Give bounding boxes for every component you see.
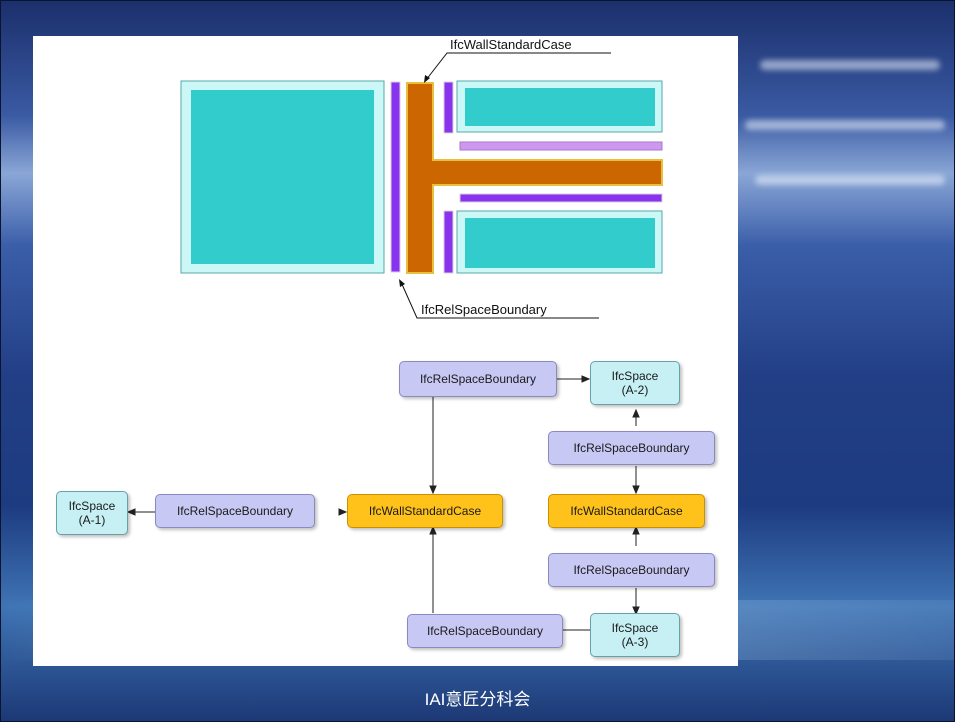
arrowhead (632, 408, 640, 418)
node-wall-right: IfcWallStandardCase (548, 494, 705, 528)
arrowhead (632, 485, 640, 495)
node-space-a3: IfcSpace (A-3) (590, 613, 680, 657)
arrowhead (338, 508, 348, 516)
boundary-strip-lower-horizontal (459, 193, 663, 203)
wall-t-shape (406, 82, 663, 274)
node-boundary-right-lower: IfcRelSpaceBoundary (548, 553, 715, 587)
plan-diagram (126, 52, 663, 631)
node-boundary-left: IfcRelSpaceBoundary (155, 494, 315, 528)
leader-arrowhead-wall (424, 75, 430, 83)
node-boundary-bottom: IfcRelSpaceBoundary (407, 614, 563, 648)
slide-caption: IAI意匠分科会 (424, 690, 531, 709)
boundary-strip-left (390, 81, 401, 273)
cloud-streak (755, 175, 945, 185)
space-a3-fill (465, 218, 655, 268)
boundary-strip-top (443, 81, 454, 134)
arrowhead (581, 375, 591, 383)
diagram-panel: IfcWallStandardCase IfcRelSpaceBoundary … (33, 36, 738, 666)
cloud-streak (745, 120, 945, 130)
node-space-a1: IfcSpace (A-1) (56, 491, 128, 535)
node-boundary-top: IfcRelSpaceBoundary (399, 361, 557, 397)
boundary-strip-upper-horizontal (459, 141, 663, 151)
space-a2-fill (465, 88, 655, 126)
label-wall-standard-case: IfcWallStandardCase (450, 37, 572, 52)
leader-line-boundary (400, 281, 599, 319)
label-rel-space-boundary: IfcRelSpaceBoundary (421, 302, 547, 317)
arrowhead (632, 525, 640, 535)
arrowhead (126, 508, 136, 516)
node-space-a2: IfcSpace (A-2) (590, 361, 680, 405)
leader-arrowhead-boundary (399, 279, 405, 287)
arrowhead (429, 485, 437, 495)
leader-line-wall (425, 52, 611, 81)
cloud-streak (760, 60, 940, 70)
node-wall-center: IfcWallStandardCase (347, 494, 503, 528)
arrowhead (632, 606, 640, 616)
graph-connectors (126, 375, 640, 631)
arrowhead (429, 525, 437, 535)
node-boundary-right-upper: IfcRelSpaceBoundary (548, 431, 715, 465)
boundary-strip-bottom (443, 210, 454, 274)
space-a1-fill (191, 90, 374, 264)
